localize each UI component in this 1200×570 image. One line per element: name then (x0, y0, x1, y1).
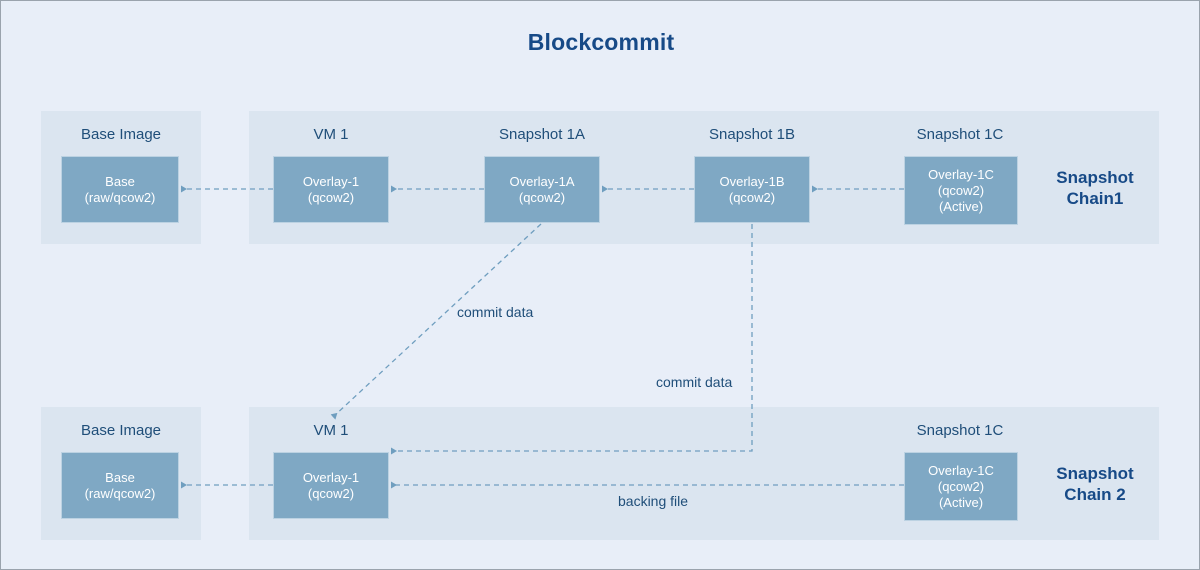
node-overlay-1c-chain2[interactable]: Overlay-1C (qcow2) (Active) (904, 452, 1018, 521)
chain1-label: Snapshot Chain1 (1031, 167, 1159, 209)
chain2-label-line2: Chain 2 (1064, 485, 1126, 504)
caption-vm1-chain2: VM 1 (313, 422, 349, 439)
node-overlay-1c-chain2-line2: (qcow2) (937, 478, 985, 494)
label-backing-file: backing file (618, 493, 689, 509)
node-base-chain1-line1: Base (105, 173, 135, 189)
page-title: Blockcommit (527, 29, 675, 55)
label-commit-data-upper: commit data (457, 304, 534, 320)
chain2-label-line1: Snapshot (1056, 464, 1134, 483)
node-overlay-1b[interactable]: Overlay-1B (qcow2) (694, 156, 810, 223)
node-overlay-1a-line2: (qcow2) (518, 189, 566, 205)
chain1-label-line2: Chain1 (1066, 189, 1124, 208)
caption-snapshot-1c-chain2: Snapshot 1C (916, 422, 1004, 439)
caption-snapshot-1a: Snapshot 1A (499, 126, 585, 143)
node-overlay-1c-chain1[interactable]: Overlay-1C (qcow2) (Active) (904, 156, 1018, 225)
caption-snapshot-1c-chain1: Snapshot 1C (916, 126, 1004, 143)
node-base-chain1-line2: (raw/qcow2) (84, 189, 156, 205)
wire-commit-data-upper (330, 223, 542, 420)
node-overlay-1-chain2-line2: (qcow2) (307, 485, 355, 501)
node-base-chain2-line1: Base (105, 469, 135, 485)
node-overlay-1-chain2[interactable]: Overlay-1 (qcow2) (273, 452, 389, 519)
node-overlay-1-chain1-line2: (qcow2) (307, 189, 355, 205)
node-overlay-1a-line1: Overlay-1A (509, 173, 575, 189)
node-overlay-1c-chain1-line3: (Active) (938, 198, 984, 214)
node-base-chain2[interactable]: Base (raw/qcow2) (61, 452, 179, 519)
node-overlay-1c-chain1-line2: (qcow2) (937, 182, 985, 198)
node-overlay-1c-chain1-line1: Overlay-1C (928, 166, 994, 182)
node-overlay-1c-chain2-line3: (Active) (938, 494, 984, 510)
chain2-label: Snapshot Chain 2 (1031, 463, 1159, 505)
caption-vm1-chain1: VM 1 (313, 126, 349, 143)
caption-base-image-chain2: Base Image (80, 422, 162, 439)
node-overlay-1a[interactable]: Overlay-1A (qcow2) (484, 156, 600, 223)
node-overlay-1-chain1-line1: Overlay-1 (302, 173, 360, 189)
chain1-label-line1: Snapshot (1056, 168, 1134, 187)
node-base-chain1[interactable]: Base (raw/qcow2) (61, 156, 179, 223)
node-overlay-1-chain1[interactable]: Overlay-1 (qcow2) (273, 156, 389, 223)
node-overlay-1b-line1: Overlay-1B (719, 173, 785, 189)
caption-snapshot-1b: Snapshot 1B (709, 126, 795, 143)
label-commit-data-lower: commit data (656, 374, 733, 390)
caption-base-image-chain1: Base Image (80, 126, 162, 143)
node-base-chain2-line2: (raw/qcow2) (84, 485, 156, 501)
node-overlay-1-chain2-line1: Overlay-1 (302, 469, 360, 485)
node-overlay-1c-chain2-line1: Overlay-1C (928, 462, 994, 478)
node-overlay-1b-line2: (qcow2) (728, 189, 776, 205)
